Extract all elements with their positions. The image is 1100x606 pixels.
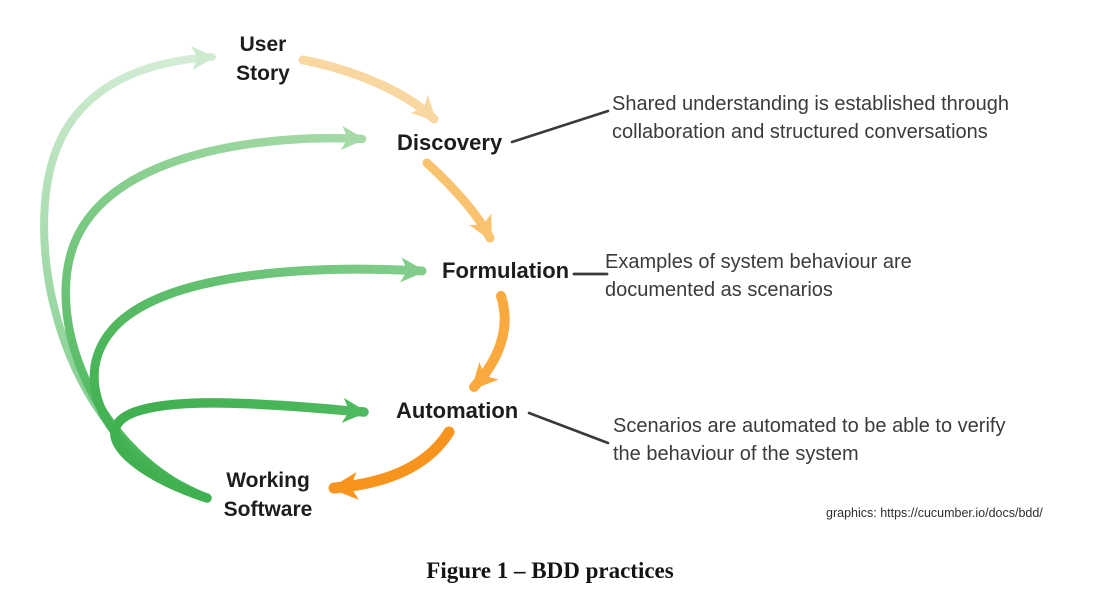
annotation-formulation: Examples of system behaviour are documen…: [605, 251, 912, 301]
annotation-connector-discovery: [510, 109, 610, 144]
graphics-credit: graphics: https://cucumber.io/docs/bdd/: [826, 506, 1043, 520]
flow-arrow-discovery-to-formulation: [422, 158, 495, 243]
flow-arrow-automation-to-working-software: [328, 426, 455, 500]
node-automation: Automation: [396, 398, 519, 423]
feedback-arrow-to-discovery: [61, 125, 367, 501]
node-formulation: Formulation: [442, 258, 570, 283]
annotation-connector-automation: [527, 411, 610, 445]
feedback-arrow-to-automation: [110, 397, 369, 503]
node-working-software: Working Software: [223, 469, 313, 521]
figure-caption: Figure 1 – BDD practices: [426, 558, 674, 583]
annotation-discovery: Shared understanding is established thro…: [612, 93, 1009, 143]
flow-arrow-formulation-to-automation: [469, 291, 510, 392]
node-discovery: Discovery: [397, 130, 503, 155]
feedback-arrow-to-formulation: [89, 257, 427, 502]
flow-arrow-user-story-to-discovery: [298, 55, 439, 124]
annotation-automation: Scenarios are automated to be able to ve…: [613, 415, 1006, 465]
node-user-story: User Story: [236, 33, 290, 85]
